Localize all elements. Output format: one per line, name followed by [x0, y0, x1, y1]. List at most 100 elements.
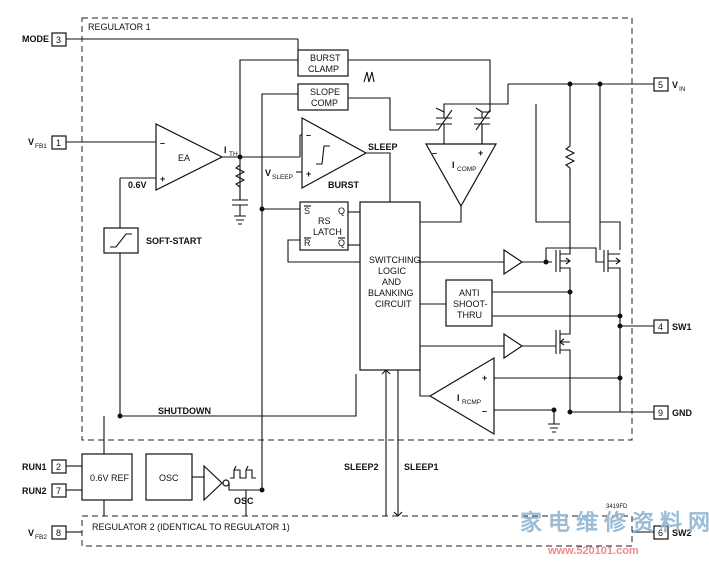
svg-text:CIRCUIT: CIRCUIT [375, 299, 412, 309]
pin-run2: RUN2 7 [22, 483, 67, 498]
svg-text:SHOOT-: SHOOT- [453, 299, 488, 309]
svg-text:R: R [304, 238, 311, 248]
rs-latch: RS LATCH S Q R Q [299, 201, 349, 251]
pin-vfb1-num: 1 [56, 138, 61, 148]
svg-text:8: 8 [56, 528, 61, 538]
svg-text:–: – [432, 148, 437, 158]
switching-logic-block: SWITCHING LOGIC AND BLANKING CIRCUIT [359, 201, 421, 371]
burst-comparator: – + BURST [301, 116, 368, 190]
svg-text:SWITCHING: SWITCHING [369, 255, 421, 265]
driver-top [503, 248, 524, 276]
pin-vin: 5 V IN [653, 77, 686, 93]
sleep-label: SLEEP [368, 142, 398, 152]
soft-start-block: SOFT-START [103, 227, 202, 254]
ground-ith-icon [234, 215, 246, 225]
svg-text:I: I [452, 160, 455, 170]
svg-text:SW2: SW2 [672, 528, 692, 538]
svg-text:RUN1: RUN1 [22, 462, 47, 472]
svg-text:LATCH: LATCH [313, 227, 342, 237]
svg-text:Q: Q [338, 238, 345, 248]
svg-text:BURST: BURST [328, 180, 360, 190]
svg-text:CLAMP: CLAMP [308, 64, 339, 74]
watermark-cn: 家电维修资料网 [520, 510, 709, 535]
svg-text:COMP: COMP [311, 98, 338, 108]
svg-text:SLOPE: SLOPE [310, 87, 340, 97]
ircmp-amplifier: + – I RCMP [428, 356, 495, 436]
regulator1-boundary [81, 17, 633, 441]
pin-gnd: 9 GND [653, 405, 693, 420]
svg-text:EA: EA [178, 153, 190, 163]
sleep1-label: SLEEP1 [404, 462, 439, 472]
svg-text:–: – [160, 138, 165, 148]
ref-0v6-label: 0.6V [128, 180, 147, 190]
pin-vfb1: V FB1 1 [28, 135, 67, 150]
svg-text:TH: TH [229, 151, 238, 158]
svg-text:+: + [482, 373, 487, 383]
ground-icon [548, 423, 560, 433]
svg-text:4: 4 [658, 322, 663, 332]
svg-text:0.6V REF: 0.6V REF [90, 473, 130, 483]
svg-text:SLEEP: SLEEP [272, 174, 293, 181]
svg-text:RCMP: RCMP [462, 399, 481, 406]
svg-text:+: + [306, 169, 311, 179]
svg-text:–: – [306, 130, 311, 140]
svg-text:V: V [28, 528, 34, 538]
sense-resistor [564, 145, 576, 169]
svg-text:V: V [672, 80, 678, 90]
anti-shoot-thru-block: ANTI SHOOT- THRU [445, 279, 493, 327]
pin-mode-num: 3 [56, 35, 61, 45]
svg-text:ANTI: ANTI [459, 288, 480, 298]
svg-text:Q: Q [338, 206, 345, 216]
slope-comp-block: SLOPE COMP [297, 83, 349, 111]
nmos-sync [555, 306, 571, 412]
svg-text:FB1: FB1 [35, 143, 47, 150]
svg-text:V: V [28, 137, 34, 147]
watermark-url: www.520101.com [547, 545, 639, 557]
svg-text:–: – [482, 406, 487, 416]
sawtooth-icon [363, 71, 375, 83]
svg-text:SOFT-START: SOFT-START [146, 236, 202, 246]
svg-text:V: V [265, 168, 271, 178]
osc-block: OSC [145, 453, 193, 501]
pin-run1: RUN1 2 [22, 459, 67, 474]
svg-text:SW1: SW1 [672, 322, 692, 332]
svg-text:6: 6 [658, 528, 663, 538]
osc-label: OSC [234, 496, 254, 506]
regulator1-label: REGULATOR 1 [88, 22, 151, 32]
sleep2-label: SLEEP2 [344, 462, 379, 472]
svg-text:FB2: FB2 [35, 534, 47, 541]
svg-text:9: 9 [658, 408, 663, 418]
shutdown-label: SHUTDOWN [158, 406, 211, 416]
svg-text:I: I [457, 393, 460, 403]
capacitor-ith [232, 199, 248, 206]
resistor-ith [234, 164, 246, 188]
svg-text:RUN2: RUN2 [22, 486, 47, 496]
pmos-sense [603, 250, 621, 326]
regulator2-boundary [81, 515, 633, 547]
pmos-main [555, 250, 571, 290]
svg-text:OSC: OSC [159, 473, 179, 483]
svg-text:BLANKING: BLANKING [368, 288, 414, 298]
svg-text:GND: GND [672, 408, 693, 418]
pin-mode: MODE 3 [22, 32, 67, 47]
svg-text:LOGIC: LOGIC [378, 266, 407, 276]
svg-text:THRU: THRU [457, 310, 482, 320]
svg-text:S: S [304, 206, 310, 216]
svg-text:IN: IN [679, 86, 686, 93]
svg-text:I: I [224, 145, 227, 155]
error-amplifier: EA – + [155, 123, 224, 191]
svg-text:+: + [478, 148, 483, 158]
burst-clamp-block: BURST CLAMP [297, 49, 349, 77]
pin-mode-label: MODE [22, 34, 49, 44]
svg-text:+: + [160, 174, 165, 184]
svg-text:COMP: COMP [457, 166, 477, 173]
clock-pulse-icon [230, 469, 256, 479]
regulator2-label: REGULATOR 2 (IDENTICAL TO REGULATOR 1) [92, 522, 290, 532]
osc-buffer [203, 464, 223, 502]
pin-sw1: 4 SW1 [653, 319, 692, 334]
svg-text:BURST: BURST [310, 53, 341, 63]
pin-vfb2: V FB2 8 [28, 525, 67, 541]
svg-text:2: 2 [56, 462, 61, 472]
driver-bottom [503, 332, 524, 360]
